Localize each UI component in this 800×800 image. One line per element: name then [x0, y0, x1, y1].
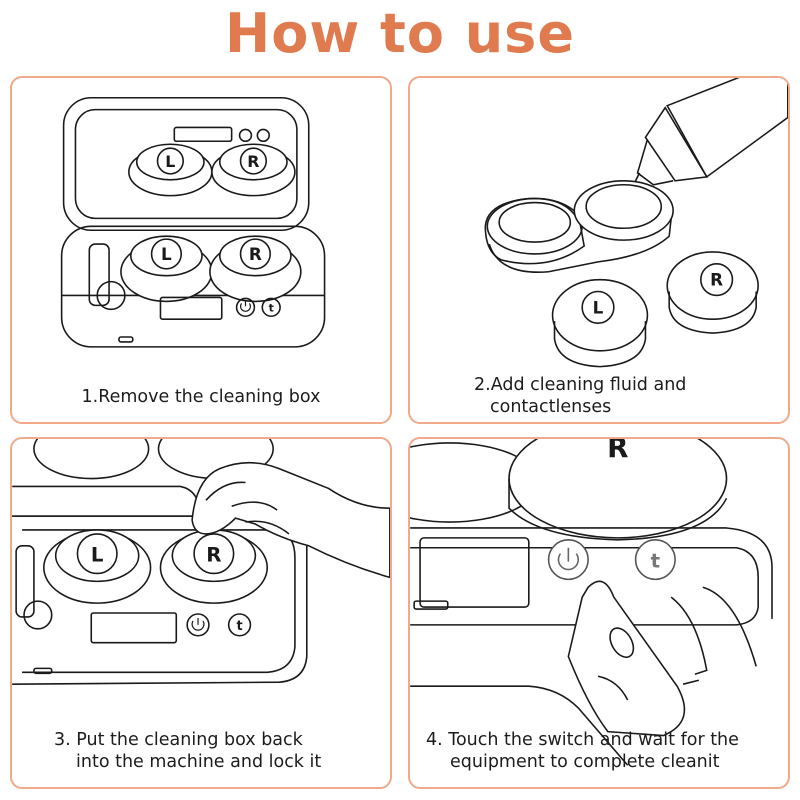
step-4-caption: 4. Touch the switch and wait for the equ…: [426, 730, 739, 772]
lens-case-illustration: L R: [484, 78, 788, 368]
cleaning-box-illustration: L R L R t: [60, 96, 326, 348]
lens-label: R: [249, 244, 262, 264]
lens-label: L: [165, 152, 175, 171]
lens-label: L: [161, 244, 172, 264]
machine-insert-illustration: L R t: [12, 439, 390, 685]
lens-label: L: [91, 544, 104, 567]
step-1-caption: 1.Remove the cleaning box: [81, 387, 321, 407]
power-icon: [191, 617, 205, 631]
finger-icon: [567, 580, 757, 737]
lens-label: L: [593, 297, 604, 317]
lens-label: R: [247, 152, 259, 171]
lens-label: R: [710, 270, 723, 290]
t-button-label: t: [269, 301, 274, 314]
step-2-panel: L R 2.Add cleaning fluid and contactlens…: [408, 76, 790, 424]
hand-icon: [191, 461, 390, 579]
power-icon: [239, 300, 251, 312]
step-3-caption: 3. Put the cleaning box back into the ma…: [54, 730, 322, 772]
step-3-panel: L R t 3. Put the cleaning box back into …: [10, 437, 392, 789]
power-switch-illustration: R t: [410, 439, 773, 766]
dropper-icon: [632, 78, 788, 203]
power-icon: [557, 547, 579, 571]
lens-label: R: [607, 439, 628, 464]
step-1-panel: L R L R t 1.Remove the cleaning box: [10, 76, 392, 424]
t-button-label: t: [236, 619, 242, 634]
step-4-panel: R t 4. Touch the switch and wait for the…: [408, 437, 790, 789]
t-button-label: t: [651, 550, 660, 573]
step-2-caption: 2.Add cleaning fluid and contactlenses: [474, 375, 687, 417]
page-title: How to use: [225, 2, 575, 65]
lens-label: R: [206, 544, 221, 567]
